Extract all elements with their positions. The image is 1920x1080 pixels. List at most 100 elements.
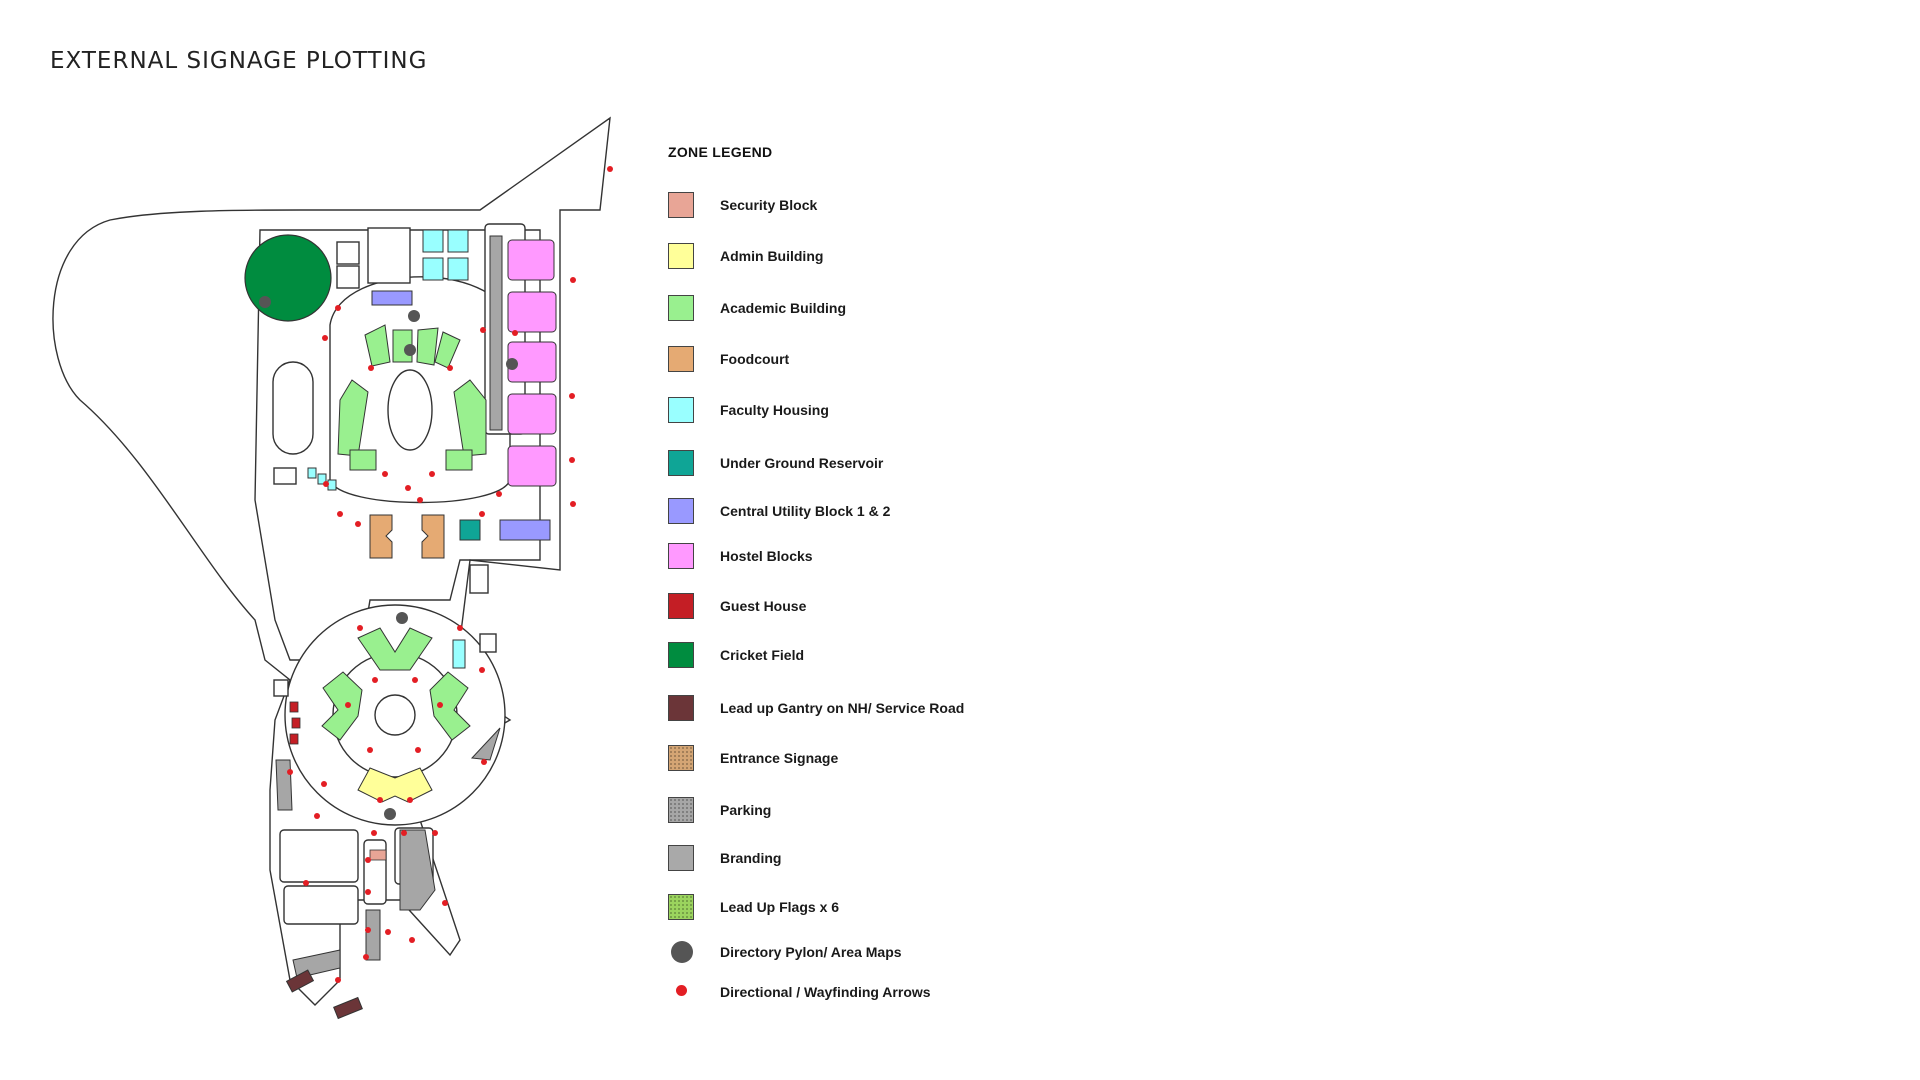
arrow-marker xyxy=(377,797,383,803)
legend-item: Hostel Blocks xyxy=(668,543,1068,573)
branding-swatch xyxy=(668,845,694,871)
foodcourt-east xyxy=(421,514,445,559)
legend-item: Directional / Wayfinding Arrows xyxy=(668,979,1068,1009)
hostel-block xyxy=(507,239,555,281)
foodcourt-swatch xyxy=(668,346,694,372)
arrow-marker xyxy=(335,977,341,983)
legend-label: Entrance Signage xyxy=(720,750,839,766)
academic-building-swatch xyxy=(668,295,694,321)
arrow-marker xyxy=(303,880,309,886)
legend-item: Lead up Gantry on NH/ Service Road xyxy=(668,695,1068,725)
faculty-house xyxy=(317,473,327,485)
arrow-marker xyxy=(570,277,576,283)
arrow-marker xyxy=(365,927,371,933)
arrow-marker xyxy=(479,511,485,517)
pylon-icon xyxy=(384,808,396,820)
arrow-marker xyxy=(447,365,453,371)
security-block-swatch xyxy=(668,192,694,218)
arrow-marker xyxy=(442,900,448,906)
legend-item: Security Block xyxy=(668,192,1068,222)
arrow-marker xyxy=(401,830,407,836)
arrow-marker xyxy=(496,491,502,497)
legend-item: Directory Pylon/ Area Maps xyxy=(668,939,1068,969)
court-block xyxy=(367,227,411,284)
arrow-marker xyxy=(357,625,363,631)
pylon-icon xyxy=(506,358,518,370)
academic-north-block xyxy=(416,327,439,366)
arrow-marker xyxy=(382,471,388,477)
arrow-marker xyxy=(368,365,374,371)
academic-east-wing xyxy=(453,379,487,457)
pylon-icon xyxy=(259,296,271,308)
parking-southwest xyxy=(292,949,341,979)
arrow-marker xyxy=(355,521,361,527)
guest-house-swatch xyxy=(668,593,694,619)
hostel-block xyxy=(507,393,557,435)
academic-east-tab xyxy=(445,449,473,471)
arrow-marker xyxy=(372,677,378,683)
utility-block-swatch xyxy=(668,498,694,524)
pylon-icon xyxy=(671,941,693,963)
south-lot-1 xyxy=(279,829,359,883)
legend-item: Faculty Housing xyxy=(668,397,1068,427)
legend-item: Lead Up Flags x 6 xyxy=(668,894,1068,924)
pylon-icon xyxy=(396,612,408,624)
faculty-house xyxy=(422,257,444,281)
academic-west-wing xyxy=(337,379,369,457)
legend-item: Parking xyxy=(668,797,1068,827)
arrow-marker xyxy=(371,830,377,836)
branding-east-wedge xyxy=(470,727,501,761)
small-box-3 xyxy=(336,265,360,289)
arrow-marker xyxy=(407,797,413,803)
arrow-marker xyxy=(367,747,373,753)
legend-label: Security Block xyxy=(720,197,818,213)
arrow-marker xyxy=(480,327,486,333)
arrow-marker xyxy=(314,813,320,819)
arrow-marker xyxy=(479,667,485,673)
legend-label: Guest House xyxy=(720,598,807,614)
admin-building-swatch xyxy=(668,243,694,269)
arrow-marker xyxy=(335,305,341,311)
legend-label: Lead Up Flags x 6 xyxy=(720,899,840,915)
arrow-marker xyxy=(365,857,371,863)
arrow-marker xyxy=(385,929,391,935)
legend-label: Hostel Blocks xyxy=(720,548,813,564)
academic-west-tab xyxy=(349,449,377,471)
legend-item: Entrance Signage xyxy=(668,745,1068,775)
arrow-marker xyxy=(429,471,435,477)
guest-house xyxy=(289,733,299,745)
parking-west xyxy=(275,759,293,811)
legend-item: Under Ground Reservoir xyxy=(668,450,1068,480)
arrow-marker xyxy=(481,759,487,765)
arrow-marker xyxy=(569,393,575,399)
legend-label: Directional / Wayfinding Arrows xyxy=(720,984,931,1000)
track xyxy=(272,361,314,455)
arrow-marker xyxy=(365,889,371,895)
under-ground-reservoir xyxy=(459,519,481,541)
legend-label: Under Ground Reservoir xyxy=(720,455,884,471)
arrow-marker xyxy=(437,702,443,708)
academic-ring-core xyxy=(374,694,416,736)
legend-label: Branding xyxy=(720,850,782,866)
hostel-block xyxy=(507,291,557,333)
arrow-marker xyxy=(570,501,576,507)
legend-item: Admin Building xyxy=(668,243,1068,273)
legend-item: Guest House xyxy=(668,593,1068,623)
arrow-marker xyxy=(363,954,369,960)
arrow-marker xyxy=(321,781,327,787)
cricket-field-swatch xyxy=(668,642,694,668)
arrow-marker xyxy=(432,830,438,836)
north-oval xyxy=(387,369,433,451)
arrow-marker xyxy=(323,481,329,487)
academic-ring-wing-north xyxy=(357,627,433,671)
arrow-marker xyxy=(412,677,418,683)
legend-label: Faculty Housing xyxy=(720,402,829,418)
arrow-marker xyxy=(337,511,343,517)
arrow-marker xyxy=(415,747,421,753)
hostel-block xyxy=(507,445,557,487)
utility-block-1 xyxy=(371,290,413,306)
legend-item: Foodcourt xyxy=(668,346,1068,376)
arrow-marker xyxy=(607,166,613,172)
campus-site-map xyxy=(52,116,613,1020)
